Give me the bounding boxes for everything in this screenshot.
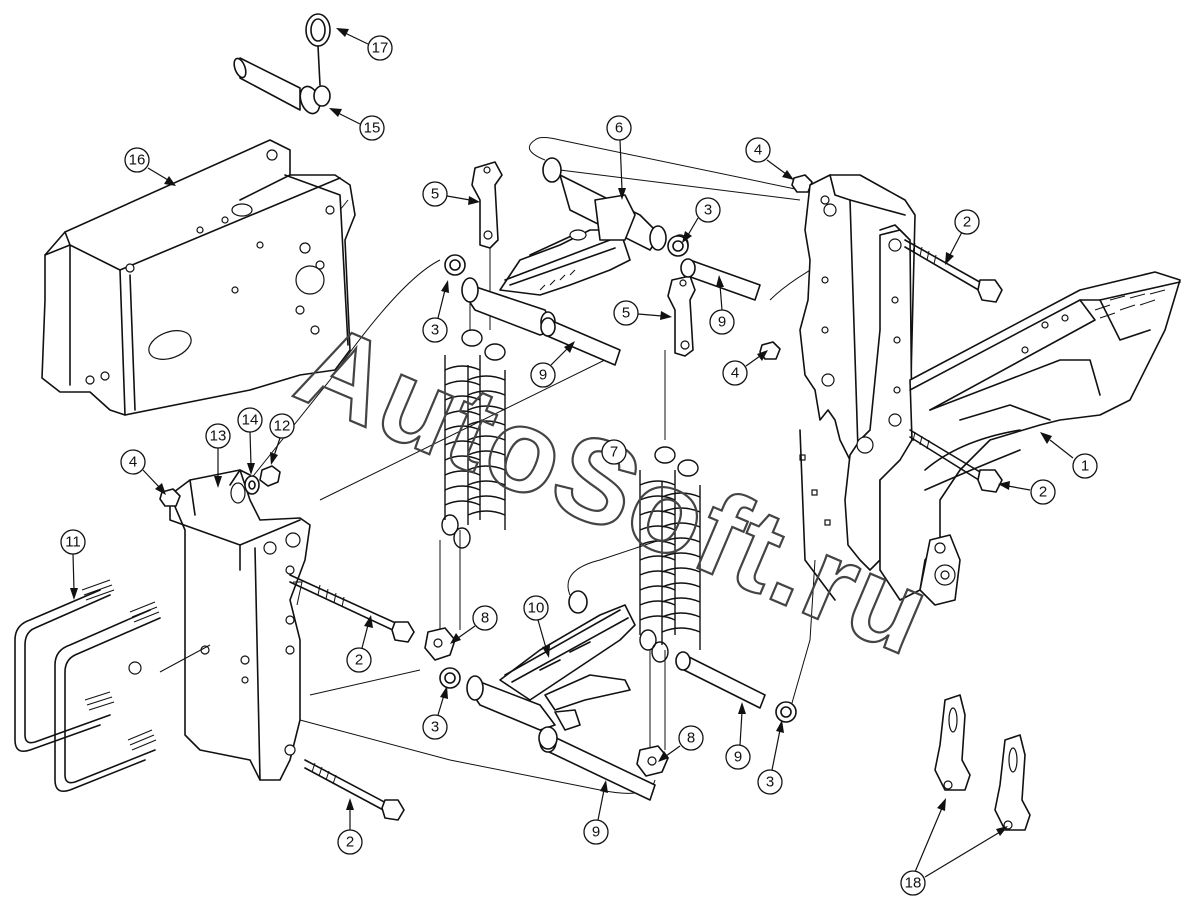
part-5-plate-lower	[667, 275, 696, 357]
part-10-lower-arm	[466, 590, 636, 750]
svg-text:3: 3	[704, 202, 712, 219]
callout-10: 10	[523, 595, 550, 658]
callout-5-upper: 5	[422, 181, 480, 207]
part-11-u-bolts	[14, 579, 211, 793]
callout-8-left: 8	[450, 605, 498, 644]
part-9-pins	[539, 258, 766, 801]
callout-2-left-bottom: 2	[337, 798, 363, 855]
svg-text:4: 4	[731, 365, 739, 382]
svg-text:12: 12	[274, 418, 291, 435]
svg-text:16: 16	[129, 152, 146, 169]
svg-text:2: 2	[346, 834, 354, 851]
svg-text:9: 9	[539, 367, 547, 384]
part-7-springs	[441, 329, 701, 663]
part-1-main-frame	[799, 174, 1181, 606]
callouts: 1 2 2 2 2	[60, 28, 1098, 896]
svg-text:14: 14	[242, 412, 259, 429]
part-5-plate-upper	[471, 161, 503, 249]
part-2-bolt-left-top	[289, 574, 415, 643]
svg-text:15: 15	[364, 120, 381, 137]
svg-text:1: 1	[1081, 458, 1089, 475]
svg-text:5: 5	[431, 186, 439, 203]
callout-7: 7	[601, 439, 627, 465]
callout-2-left-middle: 2	[346, 615, 373, 673]
svg-text:11: 11	[65, 534, 81, 551]
callout-15: 15	[329, 108, 385, 141]
callout-5-lower: 5	[613, 300, 672, 326]
svg-text:9: 9	[592, 824, 600, 841]
callout-9-bottom: 9	[583, 780, 609, 845]
callout-13: 13	[205, 423, 231, 488]
svg-text:8: 8	[481, 610, 489, 627]
callout-2-right-top: 2	[945, 209, 980, 265]
svg-text:2: 2	[355, 652, 363, 669]
svg-text:3: 3	[431, 322, 439, 339]
svg-text:4: 4	[129, 454, 137, 471]
svg-text:13: 13	[210, 428, 227, 445]
callout-11: 11	[60, 529, 86, 600]
callout-9-upper-right: 9	[709, 275, 735, 335]
callout-18: 18	[900, 798, 1008, 896]
callout-2-right-bottom: 2	[998, 479, 1056, 505]
callout-9-lower-right: 9	[725, 702, 751, 770]
callout-9-upper-left: 9	[530, 341, 575, 388]
svg-text:7: 7	[610, 444, 618, 461]
part-16-bracket-box	[41, 139, 356, 416]
part-17-clip	[305, 13, 331, 86]
svg-text:9: 9	[718, 314, 726, 331]
part-2-bolt-right-bottom	[909, 429, 1003, 493]
part-2-bolt-right-top	[904, 239, 1003, 303]
callout-4-top-right: 4	[745, 137, 794, 180]
svg-text:17: 17	[372, 40, 389, 57]
part-13-mounting-plate	[169, 469, 311, 781]
callout-8-right: 8	[658, 725, 704, 762]
callout-3-lower-left: 3	[422, 686, 448, 740]
callout-1: 1	[1040, 432, 1098, 479]
part-8-plates	[424, 627, 669, 777]
svg-text:18: 18	[905, 875, 922, 892]
part-15-pin	[233, 57, 331, 115]
part-3-bushings	[439, 235, 797, 723]
callout-12: 12	[269, 413, 295, 465]
callout-16: 16	[124, 147, 176, 186]
svg-text:8: 8	[687, 730, 695, 747]
callout-3-upper-right: 3	[682, 197, 721, 243]
callout-3-lower-right: 3	[757, 720, 784, 795]
callout-6: 6	[606, 115, 632, 200]
svg-text:3: 3	[766, 774, 774, 791]
callout-4-middle-right: 4	[722, 350, 768, 386]
part-2-bolt-left-bottom	[304, 759, 405, 821]
svg-text:4: 4	[754, 142, 762, 159]
svg-text:3: 3	[431, 719, 439, 736]
svg-text:10: 10	[528, 600, 545, 617]
callout-3-upper-left: 3	[422, 280, 449, 343]
svg-text:9: 9	[734, 749, 742, 766]
svg-text:2: 2	[963, 214, 971, 231]
svg-text:5: 5	[622, 305, 630, 322]
callout-4-left: 4	[120, 449, 166, 495]
svg-text:2: 2	[1039, 484, 1047, 501]
svg-text:6: 6	[615, 120, 623, 137]
callout-14: 14	[237, 407, 263, 475]
callout-17: 17	[336, 28, 393, 61]
part-18-brackets	[934, 694, 1031, 831]
